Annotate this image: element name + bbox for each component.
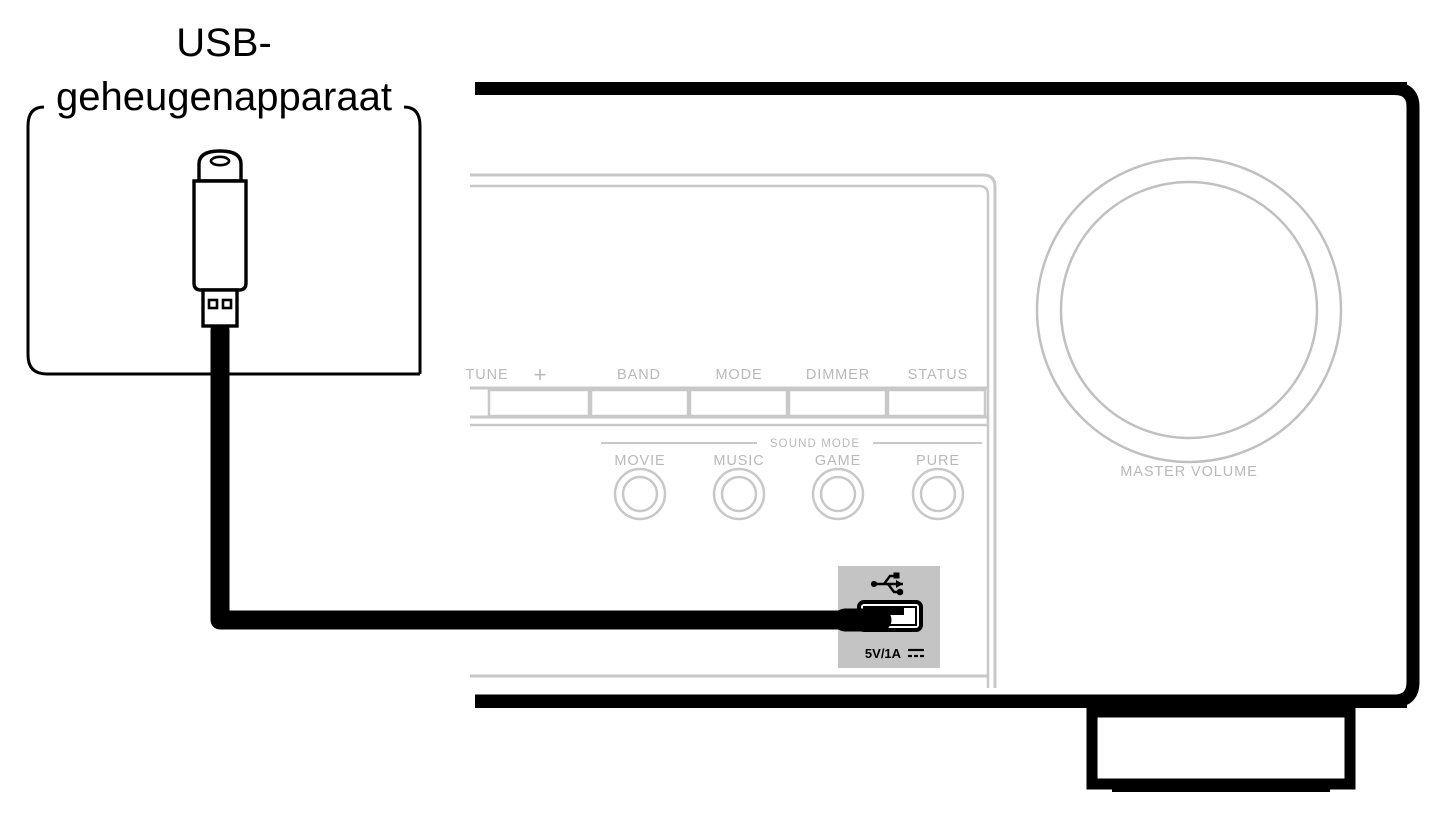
tuner-button-cell[interactable] xyxy=(487,388,591,418)
movie-label: MOVIE xyxy=(614,453,665,469)
movie-knob-inner xyxy=(621,475,659,513)
game-label: GAME xyxy=(815,453,861,469)
receiver-bottom-bar xyxy=(475,695,1407,708)
receiver-front-face xyxy=(470,173,997,688)
usb-power-rating: 5V/1A xyxy=(865,646,902,661)
tune-plus-label: + xyxy=(534,362,547,387)
flash-drive-lanyard-hole xyxy=(209,155,231,167)
sound-mode-group: SOUND MODE MOVIE MUSIC GAME PURE xyxy=(601,438,982,521)
band-label: BAND xyxy=(617,367,661,383)
master-volume-knob[interactable]: MASTER VOLUME xyxy=(1035,156,1343,480)
status-button-cell[interactable] xyxy=(886,388,987,418)
callout-bracket-left xyxy=(26,105,420,376)
flash-drive-body xyxy=(192,179,248,292)
game-knob-inner xyxy=(819,475,857,513)
flash-drive-plug-contact-left xyxy=(207,298,219,310)
usb-cable xyxy=(210,320,892,632)
dc-power-symbol-icon xyxy=(908,648,924,658)
front-face-outline-inner xyxy=(470,184,990,688)
usb-device-callout: USB- geheugenapparaat xyxy=(26,21,422,376)
av-receiver: TUNE + BAND MODE DIMMER STATUS SOUND MOD… xyxy=(465,82,1420,792)
front-face-outline xyxy=(470,173,997,688)
receiver-right-edge xyxy=(1395,82,1400,686)
music-label: MUSIC xyxy=(713,453,764,469)
usb-trident-icon xyxy=(870,572,904,596)
tune-label: TUNE xyxy=(465,367,508,383)
pure-label: PURE xyxy=(916,453,960,469)
music-knob-inner xyxy=(720,475,758,513)
flash-drive-plug-contact-right xyxy=(221,298,233,310)
callout-bracket-right xyxy=(403,105,422,374)
pure-knob-inner xyxy=(919,475,957,513)
dimmer-button-cell[interactable] xyxy=(787,388,888,418)
master-volume-inner-ring xyxy=(1059,180,1319,440)
usb-flash-drive-icon xyxy=(192,149,248,328)
band-button-cell[interactable] xyxy=(589,388,690,418)
callout-title-line1: USB- xyxy=(176,21,272,65)
status-label: STATUS xyxy=(908,367,968,383)
usb-cable-path xyxy=(210,320,872,630)
master-volume-label: MASTER VOLUME xyxy=(1120,464,1257,480)
receiver-foot-body xyxy=(1086,706,1356,790)
tuner-button-strip: TUNE + BAND MODE DIMMER STATUS xyxy=(465,362,988,427)
callout-title-line2: geheugenapparaat xyxy=(56,75,392,119)
mode-label: MODE xyxy=(715,367,762,383)
receiver-foot xyxy=(1086,706,1356,792)
sound-mode-group-label: SOUND MODE xyxy=(770,438,860,450)
dimmer-label: DIMMER xyxy=(806,367,870,383)
mode-button-cell[interactable] xyxy=(688,388,789,418)
